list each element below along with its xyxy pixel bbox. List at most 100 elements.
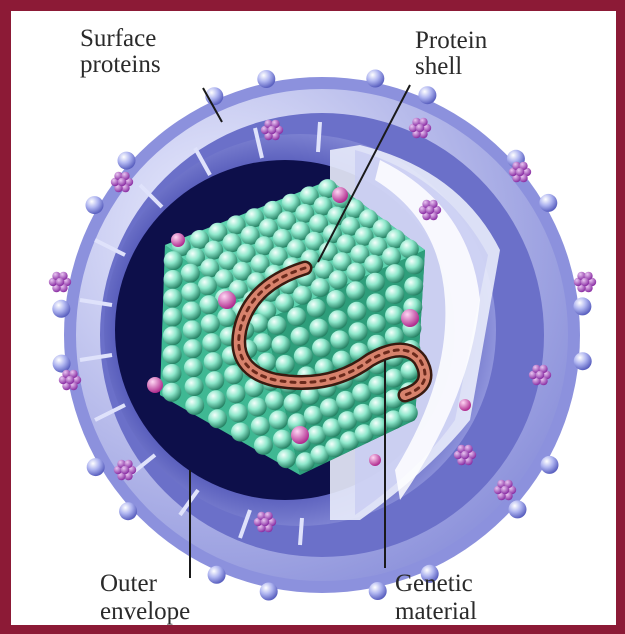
capsid-subunit [385, 285, 404, 304]
capsid-subunit [307, 299, 326, 318]
spike-cluster-bead [416, 124, 424, 132]
capsid-subunit [226, 384, 245, 403]
capsid-subunit [181, 264, 200, 283]
outer-envelope-label-line1: Outer [100, 570, 190, 598]
capsid-subunit [163, 326, 182, 345]
capsid-subunit [217, 308, 236, 327]
capsid-subunit [229, 404, 248, 423]
capsid-subunit [366, 293, 385, 312]
outer-envelope-label: Outer envelope [100, 570, 190, 626]
capsid-subunit [366, 273, 385, 292]
capsid-subunit [284, 394, 303, 413]
capsid-subunit [276, 355, 295, 374]
capsid-subunit [330, 330, 349, 349]
capsid-subunit [164, 270, 183, 289]
capsid-subunit [346, 281, 365, 300]
capsid-subunit [346, 263, 365, 282]
capsid-subunit [265, 391, 284, 410]
capsid-subunit [254, 436, 273, 455]
genetic-material-label-line1: Genetic [395, 570, 477, 598]
surface-protein-knob [118, 152, 136, 170]
capsid-subunit [269, 411, 288, 430]
capsid-subunit [291, 327, 310, 346]
surface-protein-knob [53, 355, 71, 373]
capsid-subunit [164, 251, 183, 270]
genetic-material-label: Genetic material [395, 570, 477, 626]
capsid-subunit [268, 316, 287, 335]
capsid-subunit [163, 345, 182, 364]
capsid-subunit [273, 430, 292, 449]
surface-protein-knob [539, 194, 557, 212]
capsid-subunit [248, 398, 267, 417]
capsid-subunit [163, 308, 182, 327]
capsid-subunit [399, 403, 418, 422]
spike-cluster-bead [581, 278, 589, 286]
surface-protein-knob [366, 70, 384, 88]
capsid-subunit [202, 333, 221, 352]
capsid-subunit [199, 295, 218, 314]
capsid-subunit [198, 276, 217, 295]
capsid-subunit [328, 310, 347, 329]
surface-proteins-label: Surface proteins [80, 26, 161, 78]
capsid-subunit [277, 449, 296, 468]
capsid-subunit [204, 352, 223, 371]
surface-protein-knob [573, 297, 591, 315]
spike-cluster-bead [501, 486, 509, 494]
capsid-subunit [293, 286, 312, 305]
capsid-subunit [207, 390, 226, 409]
surface-protein-knob [369, 582, 387, 600]
capsid-subunit [382, 247, 401, 266]
spike-cluster-bead [461, 451, 469, 459]
surface-protein-knob [509, 500, 527, 518]
capsid-subunit [311, 278, 330, 297]
capsid-subunit [182, 302, 201, 321]
spike-cluster-bead [66, 376, 74, 384]
capsid-subunit [347, 302, 366, 321]
capsid-subunit [312, 339, 331, 358]
capsid-subunit [336, 391, 355, 410]
surface-protein-knob [257, 70, 275, 88]
protein-shell-label-line2: shell [415, 54, 487, 80]
surface-protein-knob [260, 583, 278, 601]
genetic-material-label-line2: material [395, 598, 477, 626]
capsid-subunit [231, 423, 250, 442]
spike-cluster-bead [56, 278, 64, 286]
surface-protein-knob [52, 300, 70, 318]
capsid-subunit [162, 383, 181, 402]
capsid-subunit [205, 371, 224, 390]
spike-cluster-bead [261, 518, 269, 526]
capsid-subunit [208, 409, 227, 428]
capsid-subunit [287, 307, 306, 326]
spike-cluster-bead [268, 126, 276, 134]
capsid-subunit [181, 283, 200, 302]
capsid-subunit [405, 255, 424, 274]
capsid-subunit [185, 377, 204, 396]
spike-cluster-bead [121, 466, 129, 474]
surface-protein-knob [574, 352, 592, 370]
surface-proteins-label-line2: proteins [80, 52, 161, 78]
surface-protein-knob [418, 86, 436, 104]
capsid-subunit [251, 417, 270, 436]
capsid-subunit [364, 255, 383, 274]
capsid-subunit [183, 320, 202, 339]
spike-cluster-bead [118, 178, 126, 186]
capsid-subunit [201, 314, 220, 333]
capsid-subunit [404, 277, 423, 296]
capsid-subunit [309, 319, 328, 338]
protein-shell-label-line1: Protein [415, 28, 487, 54]
capsid-subunit [184, 358, 203, 377]
spike-cluster-bead [516, 168, 524, 176]
surface-protein-knob [119, 502, 137, 520]
surface-protein-knob [87, 458, 105, 476]
capsid-subunit [385, 306, 404, 325]
capsid-subunit [183, 339, 202, 358]
spike-cluster-bead [426, 206, 434, 214]
capsid-subunit [384, 369, 403, 388]
surface-proteins-label-line1: Surface [80, 26, 161, 52]
capsid-subunit [294, 347, 313, 366]
surface-protein-knob [86, 196, 104, 214]
capsid-subunit [385, 264, 404, 283]
capsid-subunit [185, 396, 204, 415]
outer-envelope-label-line2: envelope [100, 598, 190, 626]
